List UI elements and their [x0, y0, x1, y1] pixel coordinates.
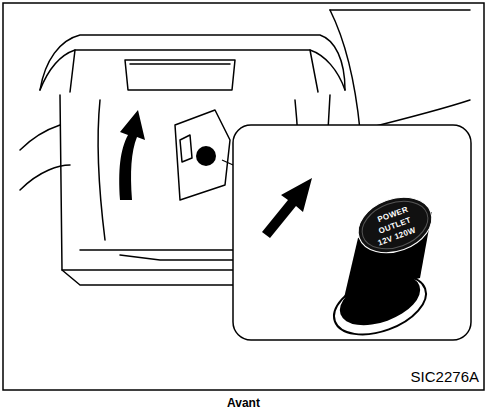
figure-code: SIC2276A	[411, 368, 479, 385]
frame	[3, 3, 484, 390]
pull-arrow	[262, 178, 312, 238]
inset-frame	[233, 125, 471, 340]
power-outlet-cap	[326, 188, 440, 346]
figure-caption: Avant	[227, 396, 260, 410]
lift-arrow	[119, 110, 145, 200]
outlet-cap	[196, 146, 216, 166]
